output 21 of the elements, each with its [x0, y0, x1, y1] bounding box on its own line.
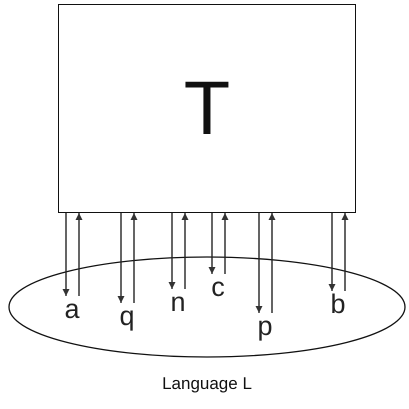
arrow — [168, 213, 176, 289]
symbol-label: a — [64, 296, 80, 322]
arrow — [208, 213, 216, 274]
arrow — [182, 213, 188, 289]
arrow — [130, 213, 138, 303]
arrow — [256, 213, 262, 313]
arrow — [268, 213, 276, 313]
symbol-label: c — [211, 274, 225, 300]
arrow — [62, 213, 70, 296]
symbol-label: b — [330, 291, 346, 317]
symbol-label: q — [119, 303, 135, 329]
arrow — [342, 213, 348, 291]
arrow — [118, 213, 124, 303]
symbol-label: p — [257, 313, 273, 339]
symbol-label: n — [170, 289, 186, 315]
arrow — [222, 213, 228, 274]
process-box — [58, 4, 356, 213]
arrow — [328, 213, 336, 291]
arrow — [76, 213, 82, 296]
box-label: T — [184, 70, 230, 146]
set-label: Language L — [161, 374, 253, 394]
